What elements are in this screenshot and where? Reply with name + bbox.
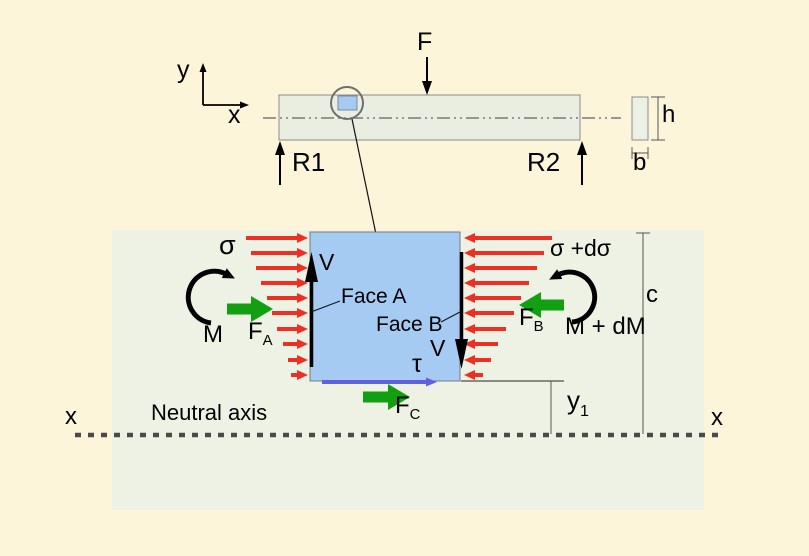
sigma-left-label: σ: [219, 230, 236, 260]
force-fb-base: F: [519, 304, 534, 331]
neutral-axis-x-right: x: [711, 404, 723, 431]
face-a-pointer-line: [310, 300, 341, 313]
stress-arrows-right: [464, 233, 552, 380]
shear-v-arrow-right: [455, 252, 468, 369]
x-axis-label: x: [228, 101, 241, 129]
c-dimension: [636, 232, 650, 434]
tau-label: τ: [412, 350, 422, 378]
reaction-r2-label: R2: [527, 147, 561, 177]
force-fc-label: FC: [395, 392, 420, 423]
moment-m-dm-label: M + dM: [565, 313, 646, 340]
reaction-r1-label: R1: [292, 147, 326, 177]
force-fb-label: FB: [519, 304, 544, 335]
face-b-pointer-line: [440, 311, 461, 323]
magnifier-circle: [330, 86, 364, 120]
y1-sub: 1: [580, 401, 589, 420]
section-b-label: b: [633, 149, 647, 176]
magnifier-connector-line: [351, 118, 378, 240]
shear-v-right-label: V: [430, 335, 446, 361]
sigma-right-label: σ +dσ: [550, 235, 612, 261]
y-axis-label: y: [177, 56, 190, 84]
face-a-label: Face A: [341, 285, 407, 308]
shear-v-left-label: V: [319, 249, 335, 275]
b-dimension: [631, 147, 649, 159]
face-b-label: Face B: [376, 313, 443, 336]
highlighted-element-square: [337, 95, 358, 111]
force-fa-arrow: [227, 296, 273, 322]
moment-m-arc: [185, 268, 235, 326]
shear-v-arrow-left: [305, 252, 318, 367]
stress-arrows-left: [246, 233, 308, 380]
force-fa-sub: A: [262, 333, 273, 350]
force-fb-arrow: [519, 292, 564, 318]
moment-m-label: M: [203, 321, 223, 348]
section-h-label: h: [662, 101, 676, 128]
force-fc-base: F: [395, 392, 410, 419]
moment-m-dm-arc: [549, 269, 598, 325]
force-f-label: F: [417, 28, 433, 56]
y1-base: y: [567, 385, 580, 415]
force-fc-sub: C: [409, 407, 421, 424]
cross-section: [631, 96, 649, 141]
force-fa-base: F: [248, 318, 263, 345]
force-fc-arrow: [363, 384, 410, 410]
h-dimension: [651, 96, 665, 141]
y1-dimension-label: y1: [567, 385, 589, 419]
c-dimension-label: c: [646, 281, 658, 308]
neutral-axis-x-left: x: [65, 403, 77, 430]
neutral-axis-label: Neutral axis: [151, 400, 268, 425]
force-fb-sub: B: [533, 319, 544, 336]
stress-element: [309, 231, 461, 382]
force-fa-label: FA: [248, 318, 273, 349]
